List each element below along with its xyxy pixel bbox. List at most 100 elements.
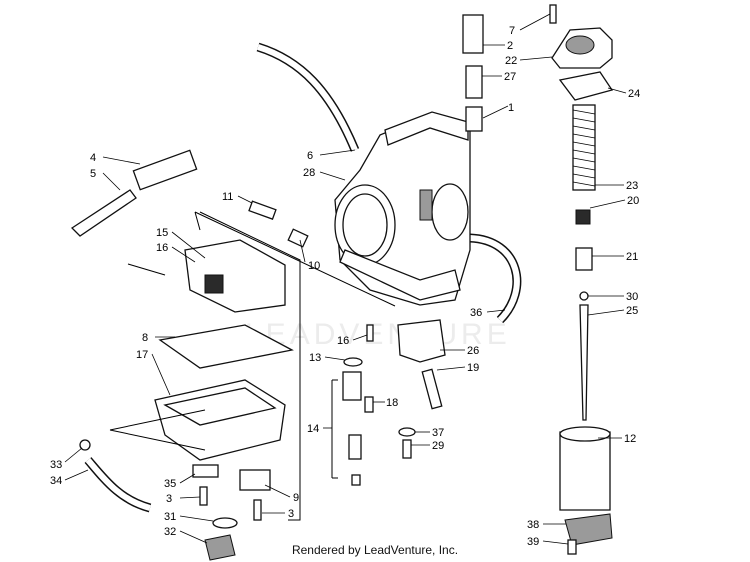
callout-label-25: 24 [628,88,640,100]
callout-label-21: 20 [627,195,639,207]
callout-label-14: 14 [307,423,319,435]
callout-40: 39 [527,536,569,548]
callout-29: 28 [303,167,346,181]
screw-3-right [253,499,262,521]
callout-5: 5 [90,168,121,191]
callout-label-27: 26 [467,345,479,357]
callout-25: 24 [607,87,640,100]
callout-9: 9 [264,484,299,504]
callout-label-30: 29 [432,440,444,452]
washer-36 [192,464,219,478]
callout-10: 10 [299,239,320,272]
callout-label-22: 21 [626,251,638,263]
callout-17: 16 [337,334,368,347]
callout-14: 14 [307,423,332,435]
clamp-34 [79,439,91,451]
callout-label-3b: 3 [288,508,294,520]
callout-36: 35 [164,473,196,490]
callout-label-12: 12 [624,433,636,445]
callout-label-34: 33 [50,459,62,471]
carburetor-body-29 [334,111,471,306]
screw-40 [567,539,577,555]
callout-2: 2 [483,40,513,52]
callout-label-24: 23 [626,180,638,192]
jet-14-small [351,474,361,486]
callout-28: 27 [482,71,516,83]
plunger-1 [465,106,483,132]
callout-21: 20 [589,195,639,209]
watermark: LEADVENTURE [245,318,511,351]
callout-label-36: 35 [164,478,176,490]
screw-17 [366,324,374,342]
callout-label-32: 31 [164,511,176,523]
callout-label-1: 1 [508,102,514,114]
callout-1: 1 [482,102,514,119]
callout-label-23: 22 [505,55,517,67]
o-ring-32 [212,517,238,529]
callout-label-10: 10 [308,260,320,272]
float-15 [184,239,286,313]
callout-label-19: 18 [386,397,398,409]
adjuster-2 [462,14,484,54]
callout-label-7: 7 [509,25,515,37]
throttle-valve-12 [559,426,611,511]
callout-label-33: 32 [164,526,176,538]
screw-3-left [199,486,208,506]
callout-27: 26 [440,345,479,357]
top-cap-23 [551,27,613,69]
callout-22: 21 [592,251,638,263]
jet-needle-26 [579,304,589,421]
callout-label-38: 37 [432,427,444,439]
pin-16 [127,263,166,276]
gasket-25 [558,71,614,101]
callout-label-9: 9 [293,492,299,504]
callout-3b: 3 [262,508,294,520]
callout-32: 31 [164,511,214,523]
callout-label-20: 19 [467,362,479,374]
callout-label-29: 28 [303,167,315,179]
credit-line: Rendered by LeadVenture, Inc. [291,543,459,557]
callout-19: 18 [373,397,398,409]
callout-18: 17 [136,349,171,396]
retainer-21 [575,209,591,225]
callout-label-2: 2 [507,40,513,52]
callout-30: 29 [411,440,444,452]
callout-label-8: 8 [142,332,148,344]
callout-label-31: 30 [626,291,638,303]
screw-11 [248,200,277,220]
o-ring-13 [343,357,363,367]
screw-19 [364,396,374,413]
callout-3a: 3 [166,493,201,505]
callout-6: 6 [307,149,356,162]
callout-label-3a: 3 [166,493,172,505]
callout-label-39: 38 [527,519,539,531]
callout-31: 30 [588,291,638,303]
callout-label-17: 16 [337,335,349,347]
callout-34: 33 [50,447,83,471]
drain-plug-33 [204,534,236,561]
callout-7: 7 [509,13,551,37]
callout-label-5: 5 [90,168,96,180]
callout-label-6: 6 [307,150,313,162]
plate-39 [564,513,613,546]
callout-label-35: 34 [50,475,62,487]
main-jet-holder [342,371,362,401]
spring-24 [572,104,596,191]
callout-4: 4 [90,152,141,165]
callout-label-28: 27 [504,71,516,83]
callout-33: 32 [164,526,208,544]
callout-label-18: 17 [136,349,148,361]
cover-27 [397,319,446,363]
callout-39: 38 [527,519,566,531]
callout-label-15: 15 [156,227,168,239]
callout-12: 12 [598,433,636,445]
float-bowl-18 [154,379,286,461]
callout-label-13: 13 [309,352,321,364]
needle-jet-14 [348,434,362,460]
callout-35: 34 [50,469,89,487]
callout-8: 8 [142,332,175,344]
callout-15: 15 [156,227,206,259]
callout-24: 23 [595,180,638,192]
